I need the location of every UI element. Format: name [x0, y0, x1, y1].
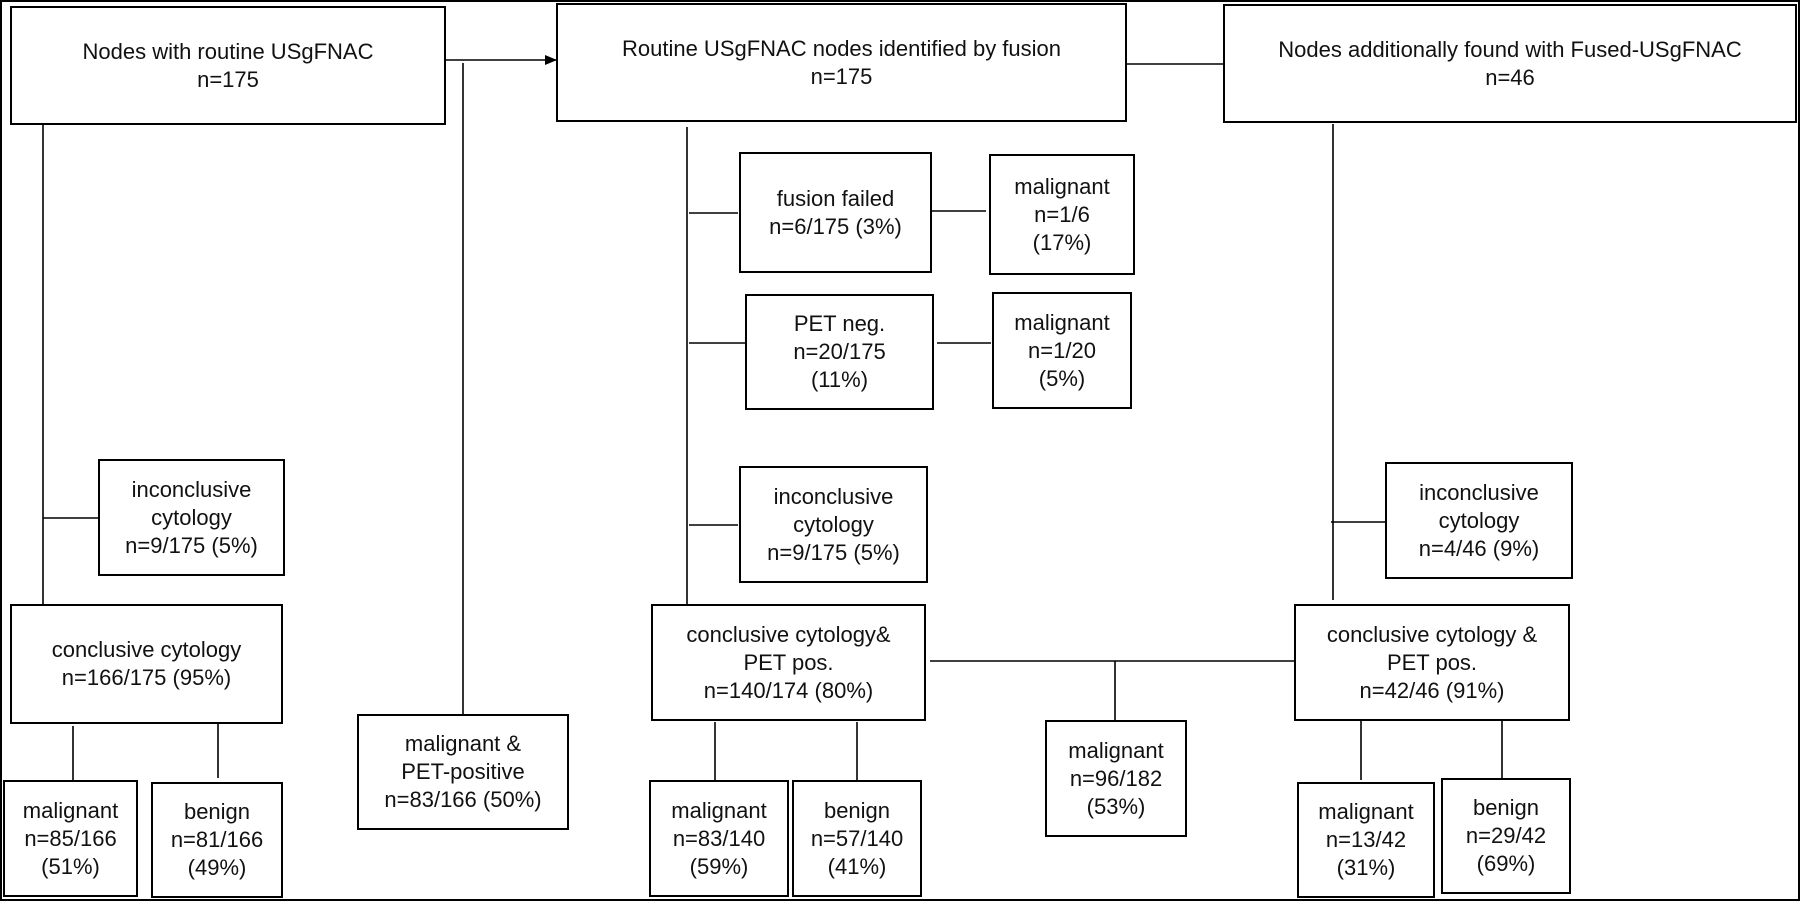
- box-r-benign-line-2: n=29/42: [1465, 823, 1547, 848]
- box-pn-malignant-line-1: malignant: [1014, 309, 1110, 335]
- box-l-conclusive-line-2: n=166/175 (95%): [61, 665, 232, 690]
- box-m-benign-line-3: (41%): [827, 853, 887, 879]
- box-combined-malignant: malignant n=96/182 (53%): [1045, 720, 1187, 837]
- box-fusion-identified: Routine USgFNAC nodes identified by fusi…: [556, 3, 1127, 122]
- box-mal-pet-pos-line-2: PET-positive: [401, 759, 525, 784]
- box-r-conclusive-line-1: conclusive cytology &: [1326, 621, 1538, 647]
- box-fusion-identified-line-2: n=175: [810, 63, 873, 89]
- box-pet-neg-line-2: n=20/175: [793, 339, 886, 364]
- box-left-inconclusive: inconclusive cytology n=9/175 (5%): [98, 459, 285, 576]
- box-r-inconclusive-line-3: n=4/46 (9%): [1418, 535, 1540, 561]
- box-r-malignant-line-3: (31%): [1336, 855, 1396, 880]
- box-m-inconclusive-line-3: n=9/175 (5%): [767, 539, 900, 565]
- box-routine-usgfnac: Nodes with routine USgFNAC n=175: [10, 6, 446, 125]
- box-l-inconclusive-line-2: cytology: [151, 504, 232, 530]
- box-pn-malignant-line-3: (5%): [1038, 365, 1086, 391]
- box-ff-malignant-line-1: malignant: [1014, 173, 1110, 199]
- box-l-malignant-line-2: n=85/166: [24, 825, 117, 851]
- box-routine-line-2: n=175: [197, 66, 259, 92]
- box-left-benign: benign n=81/166 (49%): [151, 782, 283, 898]
- box-right-conclusive: conclusive cytology & PET pos. n=42/46 (…: [1294, 604, 1570, 721]
- box-m-malignant-line-1: malignant: [671, 797, 767, 823]
- box-middle-inconclusive: inconclusive cytology n=9/175 (5%): [739, 466, 928, 583]
- box-m-conclusive-line-2: PET pos.: [743, 649, 834, 675]
- box-r-malignant-line-2: n=13/42: [1325, 827, 1407, 852]
- box-mal-pet-pos-line-3: n=83/166 (50%): [384, 787, 542, 812]
- box-fusion-identified-line-1: Routine USgFNAC nodes identified by fusi…: [621, 35, 1062, 61]
- box-m-benign-line-2: n=57/140: [810, 825, 904, 851]
- box-l-inconclusive-line-1: inconclusive: [131, 476, 252, 502]
- box-r-inconclusive-line-1: inconclusive: [1419, 479, 1539, 505]
- box-l-malignant-line-1: malignant: [22, 797, 119, 823]
- box-fusion-failed-line-2: n=6/175 (3%): [769, 213, 902, 239]
- box-additional-line-1: Nodes additionally found with Fused-USgF…: [1278, 36, 1742, 62]
- box-right-inconclusive: inconclusive cytology n=4/46 (9%): [1385, 462, 1573, 579]
- box-pet-neg-line-3: (11%): [810, 367, 869, 392]
- box-m-conclusive-line-3: n=140/174 (80%): [703, 677, 874, 703]
- box-pn-malignant-line-2: n=1/20: [1028, 337, 1096, 363]
- box-right-benign: benign n=29/42 (69%): [1441, 778, 1571, 894]
- box-m-inconclusive-line-2: cytology: [793, 511, 874, 537]
- box-r-malignant-line-1: malignant: [1318, 799, 1414, 824]
- box-pet-neg-malignant: malignant n=1/20 (5%): [992, 292, 1132, 409]
- box-l-malignant-line-3: (51%): [41, 853, 100, 879]
- box-middle-benign: benign n=57/140 (41%): [792, 780, 922, 897]
- box-combined-malignant-line-2: n=96/182: [1069, 765, 1163, 791]
- box-r-benign-line-1: benign: [1472, 795, 1540, 820]
- box-m-conclusive-line-1: conclusive cytology&: [686, 621, 891, 647]
- box-additional-found: Nodes additionally found with Fused-USgF…: [1223, 4, 1797, 123]
- box-l-conclusive-line-1: conclusive cytology: [51, 637, 242, 662]
- box-m-malignant-line-3: (59%): [689, 853, 749, 879]
- box-m-malignant-line-2: n=83/140: [672, 825, 766, 851]
- box-middle-conclusive: conclusive cytology& PET pos. n=140/174 …: [651, 604, 926, 721]
- box-fusion-failed-line-1: fusion failed: [776, 185, 895, 211]
- box-pet-neg-line-1: PET neg.: [793, 311, 886, 336]
- box-middle-malignant: malignant n=83/140 (59%): [649, 780, 789, 897]
- box-m-inconclusive-line-1: inconclusive: [773, 483, 894, 509]
- box-r-inconclusive-line-2: cytology: [1438, 507, 1520, 533]
- box-l-inconclusive-line-3: n=9/175 (5%): [125, 532, 258, 558]
- box-mal-pet-pos-line-1: malignant &: [404, 731, 522, 756]
- box-l-benign-line-3: (49%): [187, 855, 247, 880]
- box-fusion-failed-malignant: malignant n=1/6 (17%): [989, 154, 1135, 275]
- box-routine-line-1: Nodes with routine USgFNAC: [82, 38, 374, 64]
- box-ff-malignant-line-3: (17%): [1032, 229, 1092, 255]
- box-r-benign-line-3: (69%): [1476, 851, 1536, 876]
- box-m-benign-line-1: benign: [823, 797, 891, 823]
- box-r-conclusive-line-2: PET pos.: [1386, 649, 1478, 675]
- box-combined-malignant-line-1: malignant: [1068, 737, 1164, 763]
- box-combined-malignant-line-3: (53%): [1086, 793, 1146, 819]
- box-right-malignant: malignant n=13/42 (31%): [1297, 782, 1435, 898]
- box-left-conclusive: conclusive cytology n=166/175 (95%): [10, 604, 283, 724]
- box-pet-neg: PET neg. n=20/175 (11%): [745, 294, 934, 410]
- box-ff-malignant-line-2: n=1/6: [1034, 201, 1090, 227]
- box-l-benign-line-2: n=81/166: [170, 827, 264, 852]
- box-fusion-failed: fusion failed n=6/175 (3%): [739, 152, 932, 273]
- box-r-conclusive-line-3: n=42/46 (91%): [1359, 677, 1505, 703]
- box-l-benign-line-1: benign: [183, 799, 251, 824]
- box-left-malignant: malignant n=85/166 (51%): [3, 780, 138, 897]
- box-malignant-pet-positive: malignant & PET-positive n=83/166 (50%): [357, 714, 569, 830]
- box-additional-line-2: n=46: [1485, 64, 1535, 90]
